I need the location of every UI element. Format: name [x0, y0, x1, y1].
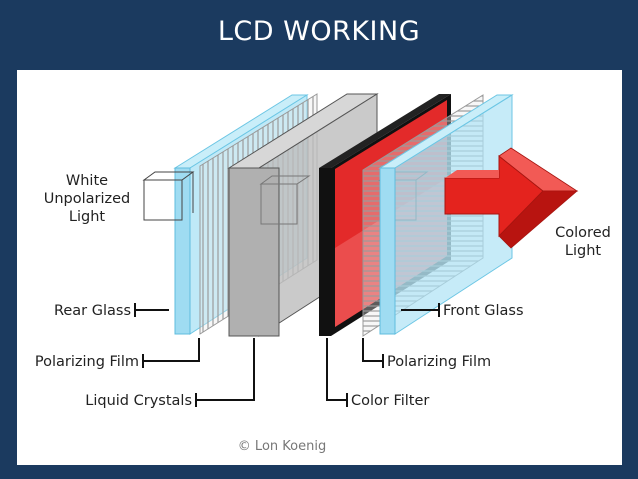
rear-glass-label: Rear Glass — [54, 303, 131, 319]
polarizing-film-front-label: Polarizing Film — [387, 354, 491, 370]
colored-light-label-2: Light — [565, 243, 602, 259]
slide-title: LCD WORKING — [217, 16, 421, 47]
leader-lines — [134, 303, 440, 407]
front-glass-label: Front Glass — [443, 303, 524, 319]
diagram-panel: White Unpolarized Light Colored Light Re… — [17, 70, 622, 465]
colored-light-arrow — [444, 147, 579, 249]
copyright-text: © Lon Koenig — [238, 439, 326, 454]
liquid-crystals-label: Liquid Crystals — [85, 393, 192, 409]
colored-light-label-1: Colored — [555, 225, 611, 241]
white-light-label-2: Unpolarized — [44, 191, 131, 207]
color-filter-label: Color Filter — [351, 393, 429, 409]
white-light-label-3: Light — [69, 209, 106, 225]
white-light-label-1: White — [66, 173, 108, 189]
lcd-diagram: White Unpolarized Light Colored Light Re… — [35, 93, 611, 454]
polarizing-film-rear-label: Polarizing Film — [35, 354, 139, 370]
